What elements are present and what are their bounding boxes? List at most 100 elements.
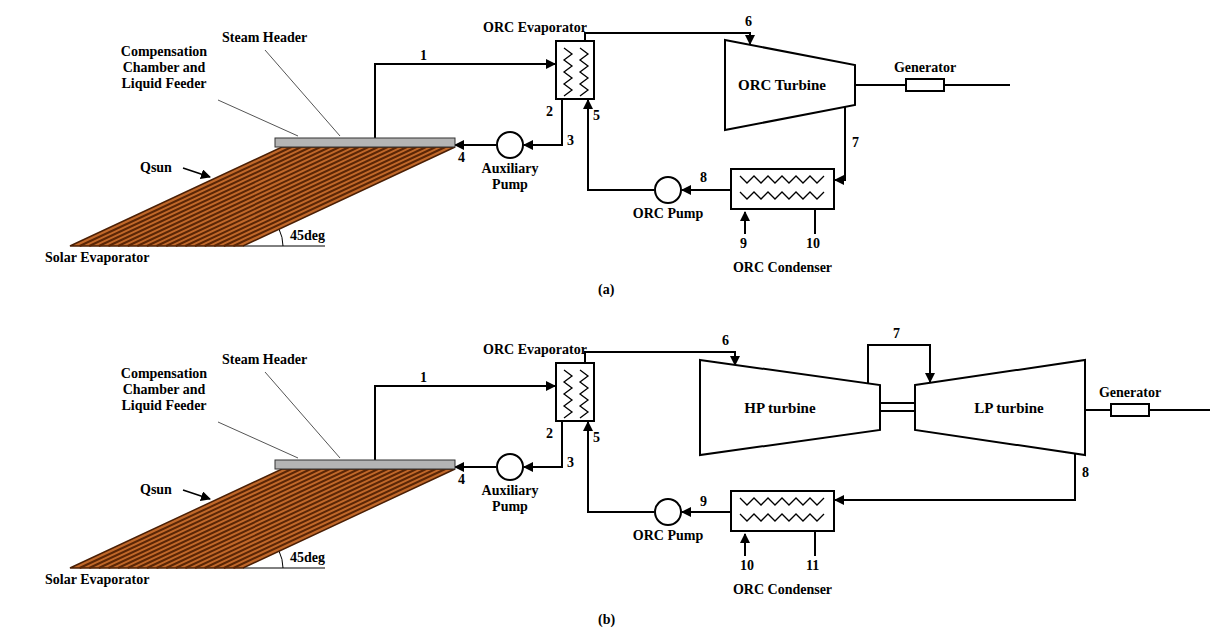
heat-exchanger-outline	[555, 362, 595, 422]
solar-collector-outline	[70, 138, 455, 246]
heat-pipe	[108, 469, 320, 568]
pipe-connector	[455, 144, 496, 146]
shape-label: ORC Turbine	[727, 77, 837, 93]
heat-pipe	[195, 469, 407, 568]
component-label: Auxiliary Pump	[472, 161, 548, 193]
coil-symbol	[740, 176, 824, 183]
panel-annotations	[183, 50, 815, 246]
state-number: 2	[546, 104, 553, 120]
heat-pipe	[176, 147, 388, 246]
heat-pipe	[233, 469, 445, 568]
generator: Generator	[1110, 403, 1150, 417]
annotation-label: Compensation Chamber and Liquid Feeder	[108, 366, 220, 414]
heat-exchanger-outline	[555, 40, 595, 100]
state-number: 4	[458, 472, 465, 488]
state-number: 3	[567, 133, 574, 149]
shape-label: LP turbine	[935, 400, 1083, 416]
turbine-outline	[915, 360, 1085, 455]
heat-pipe	[118, 469, 330, 568]
state-number: 4	[458, 150, 465, 166]
pipe-connector	[455, 466, 496, 468]
annotation-label: Qsun	[140, 482, 172, 498]
pipe-connector	[588, 422, 654, 512]
state-number: 3	[567, 455, 574, 471]
state-number: 1	[420, 370, 427, 386]
heat-pipe	[233, 147, 445, 246]
component-label: ORC Pump	[633, 528, 703, 544]
state-number: 6	[745, 14, 752, 30]
heat-pipe	[99, 147, 311, 246]
pipe-connector	[835, 453, 1075, 500]
heat-pipe	[80, 147, 292, 246]
component-label: ORC Evaporator	[483, 20, 587, 36]
component-label: Solar Evaporator	[45, 250, 149, 266]
heat-pipe	[205, 469, 417, 568]
pump: ORC Pump	[654, 176, 682, 204]
heat-pipe	[157, 147, 369, 246]
annotation-label: Compensation Chamber and Liquid Feeder	[108, 44, 220, 92]
pump: Auxiliary Pump	[496, 131, 524, 159]
steam-header	[275, 138, 455, 147]
annotation-label: 45deg	[290, 228, 325, 244]
state-number: 10	[740, 558, 754, 574]
coil-symbol	[564, 48, 572, 96]
state-number: 11	[806, 558, 819, 574]
condenser: ORC Condenser	[730, 490, 835, 532]
pump: ORC Pump	[654, 498, 682, 526]
state-number: 5	[593, 108, 600, 124]
angle-arc	[279, 229, 283, 246]
condenser-outline	[730, 168, 835, 210]
angle-baseline	[243, 246, 325, 247]
collector-panel	[70, 147, 455, 246]
annotation-label: Steam Header	[222, 352, 307, 368]
cooling-outlet	[814, 210, 816, 234]
solar-collector: Solar Evaporator	[70, 138, 455, 246]
pump: Auxiliary Pump	[496, 453, 524, 481]
heat-pipe	[166, 147, 378, 246]
heat-exchanger: ORC Evaporator	[555, 40, 595, 100]
pipe-connector	[524, 100, 562, 145]
pipe-connector	[375, 64, 555, 138]
state-number: 1	[420, 48, 427, 64]
heat-pipe	[214, 147, 426, 246]
heat-pipe	[224, 147, 436, 246]
pipe-connector	[868, 345, 930, 383]
coil-symbol	[740, 192, 824, 199]
heat-pipe	[147, 469, 359, 568]
heat-pipe	[205, 147, 417, 246]
heat-pipe	[185, 147, 397, 246]
heat-pipe	[128, 469, 340, 568]
state-number: 2	[546, 426, 553, 442]
annotation-label: (a)	[598, 282, 614, 298]
heat-pipe	[166, 469, 378, 568]
pipe-connector	[835, 107, 845, 180]
component-label: ORC Pump	[633, 206, 703, 222]
component-label: Generator	[894, 60, 956, 76]
generator-shaft	[945, 84, 1010, 86]
steam-header	[275, 460, 455, 469]
pipe-connector	[682, 511, 730, 513]
turbine-shaft	[880, 410, 915, 412]
shape-label: HP turbine	[705, 400, 855, 416]
heat-pipe	[128, 147, 340, 246]
turbine-outline	[725, 40, 855, 130]
turbine-shaft	[880, 402, 915, 404]
generator-shaft	[1150, 409, 1210, 411]
condenser-outline	[730, 490, 835, 532]
component-label: Generator	[1099, 385, 1161, 401]
cooling-inlet	[744, 212, 746, 234]
state-number: 8	[1082, 465, 1089, 481]
heat-pipe	[99, 469, 311, 568]
component-label: ORC Evaporator	[483, 342, 587, 358]
state-number: 8	[700, 170, 707, 186]
pipe-connector	[682, 189, 730, 191]
heat-pipe	[185, 469, 397, 568]
state-number: 5	[593, 430, 600, 446]
solar-collector-outline	[70, 460, 455, 568]
turbine-outline	[700, 360, 880, 455]
state-number: 9	[740, 236, 747, 252]
turbine: ORC Turbine	[725, 40, 855, 130]
heat-pipe	[214, 469, 426, 568]
heat-pipe	[108, 147, 320, 246]
